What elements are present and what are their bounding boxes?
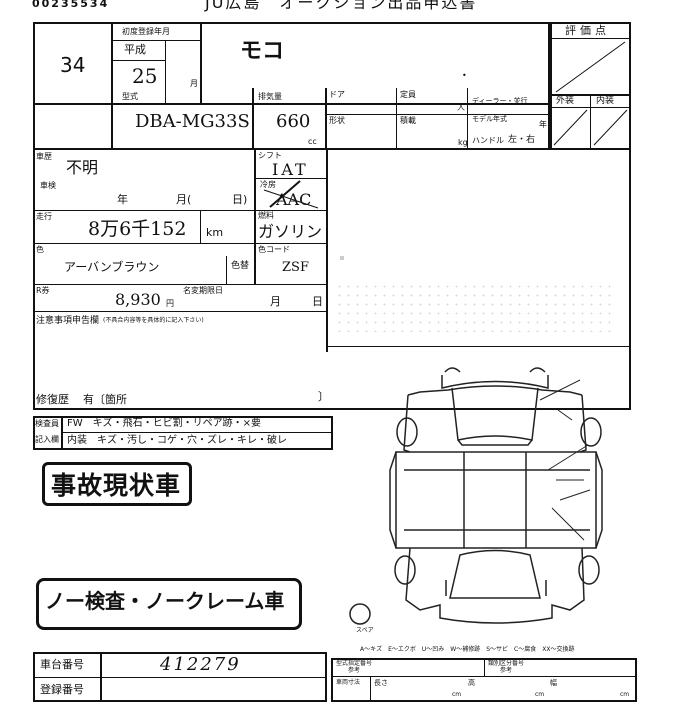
details-box [33,150,631,410]
notes-label: 注意事項申告欄 [36,316,100,326]
category-ref: 参考 [500,667,513,674]
recycle-label: R券 [36,286,50,295]
displacement-unit: cc [308,137,317,146]
inspector-label-2: 記入欄 [35,435,59,444]
load-label: 積載 [400,116,416,125]
notes-sublabel: (不具合内容等を具体的に記入下さい) [103,317,204,324]
model-label: 型式 [122,92,138,101]
length-unit: cm [452,691,462,698]
recycle-unit: 円 [166,299,174,308]
shift-value: IAT [272,160,309,179]
history-label: 車歴 [36,152,52,161]
color-label: 色 [36,245,44,254]
damage-legend: A～キズ E～エクボ U～凹み W～補修跡 S～サビ C～腐食 XX～交換跡 [360,646,575,653]
capacity-label: 定員 [400,90,416,99]
name-change-day: 日 [312,295,323,308]
category-label: 類別区分番号 [488,660,525,667]
shift-label: シフト [258,151,282,160]
length-label: 長さ [374,679,388,687]
model-year-unit: 年 [539,120,547,129]
inspection-box [33,416,333,450]
inspection-row-2: 内装 キズ・汚し・コゲ・穴・ズレ・キレ・破レ [67,435,287,446]
lot-number: 34 [60,53,86,77]
capacity-unit: 人 [457,103,465,112]
shaken-year: 年 [117,193,128,206]
repair-label: 修復歴 [36,393,69,406]
mileage-unit: km [206,226,224,239]
car-name-mark: • [462,71,467,80]
no-inspection-stamp: ノー検査・ノークレーム車 [36,578,302,630]
shape-label: 形状 [329,116,345,125]
displacement-label: 排気量 [258,92,282,101]
color-swatch-label: 色替 [231,261,250,271]
accident-stamp: 事故現状車 [42,462,192,506]
handle-value: 左・右 [508,135,536,145]
inspector-label: 検査員 [35,419,59,428]
recycle-value: 8,930 [115,290,161,309]
height-label: 高 [468,679,475,687]
repair-close: 〕 [318,390,329,403]
aircon-label: 冷房 [260,180,276,189]
doors-label: ドア [329,90,345,99]
aircon-value: AAC [276,190,312,209]
handle-label: ハンドル [472,136,504,145]
mileage-value: 8万6千152 [88,218,187,240]
faded-mark [340,256,344,260]
model-year-label: モデル年式 [472,115,507,123]
displacement-value: 660 [276,111,311,132]
exterior-label: 外装 [556,96,575,106]
repair-value: 有〔箇所 [83,393,127,406]
mileage-label: 走行 [36,212,52,221]
shaken-month: 月( [176,193,192,206]
fuel-label: 燃料 [258,211,274,220]
registration-label: 初度登録年月 [122,27,170,36]
load-unit: kg [458,138,468,147]
form-title: JU広島 オークション出品申込書 [205,0,478,12]
registration-year: 25 [132,64,158,88]
reg-number-label: 登録番号 [40,683,84,696]
model-value: DBA-MG33S [135,111,250,132]
inspection-row-1: FW キズ・飛石・ヒビ割・リペア跡・×要 [67,418,262,429]
dealer-label: ディーラー・並行 [472,97,528,105]
model-spec-label: 型式指定番号 [336,660,373,667]
color-code-label: 色コード [258,245,290,254]
evaluation-label: 評価点 [565,24,610,37]
faded-text-area [335,282,615,332]
color-code-value: ZSF [282,260,309,275]
shaken-label: 車検 [40,181,56,190]
width-unit: cm [620,691,630,698]
history-value: 不明 [66,158,99,177]
color-value: アーバンブラウン [64,260,160,274]
interior-label: 内装 [596,96,615,106]
form-serial-number: 00235534 [32,0,110,10]
shaken-day: 日) [232,193,248,206]
model-spec-ref: 参考 [348,667,361,674]
registration-era: 平成 [124,43,146,56]
fuel-value: ガソリン [258,222,323,241]
chassis-label: 車台番号 [40,658,84,671]
name-change-label: 名変期限日 [183,286,223,295]
chassis-value: 412279 [160,654,241,675]
dimensions-label: 車両寸法 [336,679,361,686]
accident-stamp-text: 事故現状車 [51,471,182,500]
top-info-box [33,22,550,150]
width-label: 幅 [550,679,557,687]
spare-label: スペア [356,627,374,634]
registration-month-unit: 月 [190,79,198,88]
car-name: モコ [240,38,285,64]
height-unit: cm [535,691,545,698]
no-inspection-stamp-text: ノー検査・ノークレーム車 [45,589,285,613]
name-change-month: 月 [270,295,281,308]
